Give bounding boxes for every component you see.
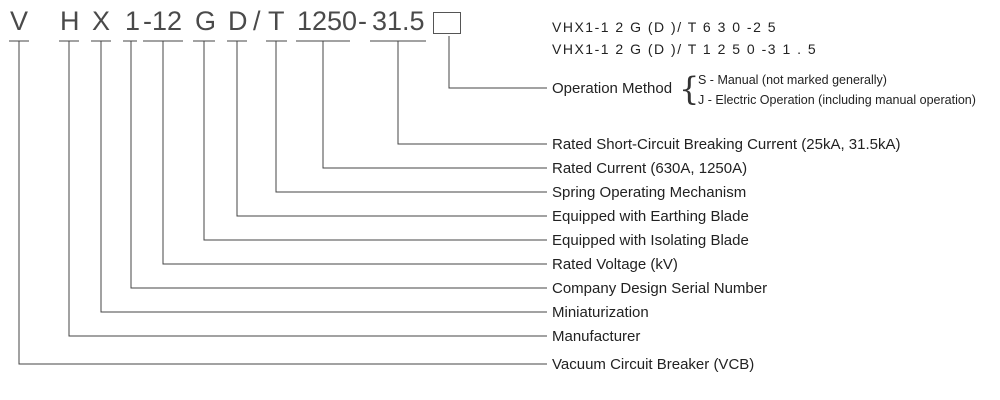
label-miniaturization: Miniaturization (552, 304, 649, 321)
code-char-dash: - (358, 6, 367, 36)
example-model-1: VHX1-1 2 G (D )/ T 6 3 0 -2 5 (552, 19, 778, 35)
operation-option-manual: S - Manual (not marked generally) (698, 73, 887, 87)
code-char-x: X (92, 6, 111, 36)
code-char-d: D (228, 6, 248, 36)
example-model-2: VHX1-1 2 G (D )/ T 1 2 5 0 -3 1 . 5 (552, 41, 818, 57)
operation-option-electric: J - Electric Operation (including manual… (698, 93, 976, 107)
code-char-v: V (10, 6, 29, 36)
operation-method-box (433, 12, 461, 34)
label-earthing-blade: Equipped with Earthing Blade (552, 208, 749, 225)
label-manufacturer: Manufacturer (552, 328, 641, 345)
label-rated-voltage: Rated Voltage (kV) (552, 256, 678, 273)
code-char-1: 1 (125, 6, 141, 36)
code-char-31-5: 31.5 (372, 6, 425, 36)
label-breaking-current: Rated Short-Circuit Breaking Current (25… (552, 136, 901, 153)
code-char-g: G (195, 6, 217, 36)
code-char-1250: 1250 (297, 6, 358, 36)
label-vacuum-circuit-breaker: Vacuum Circuit Breaker (VCB) (552, 356, 755, 373)
code-char-t: T (268, 6, 285, 36)
code-char-h: H (60, 6, 80, 36)
label-operation-method: Operation Method (552, 80, 673, 97)
label-spring-mechanism: Spring Operating Mechanism (552, 184, 747, 201)
label-design-serial-number: Company Design Serial Number (552, 280, 768, 297)
code-char-12: -12 (143, 6, 183, 36)
curly-brace: { (679, 70, 700, 108)
code-char-slash: / (253, 6, 261, 36)
label-isolating-blade: Equipped with Isolating Blade (552, 232, 749, 249)
label-rated-current: Rated Current (630A, 1250A) (552, 160, 748, 177)
